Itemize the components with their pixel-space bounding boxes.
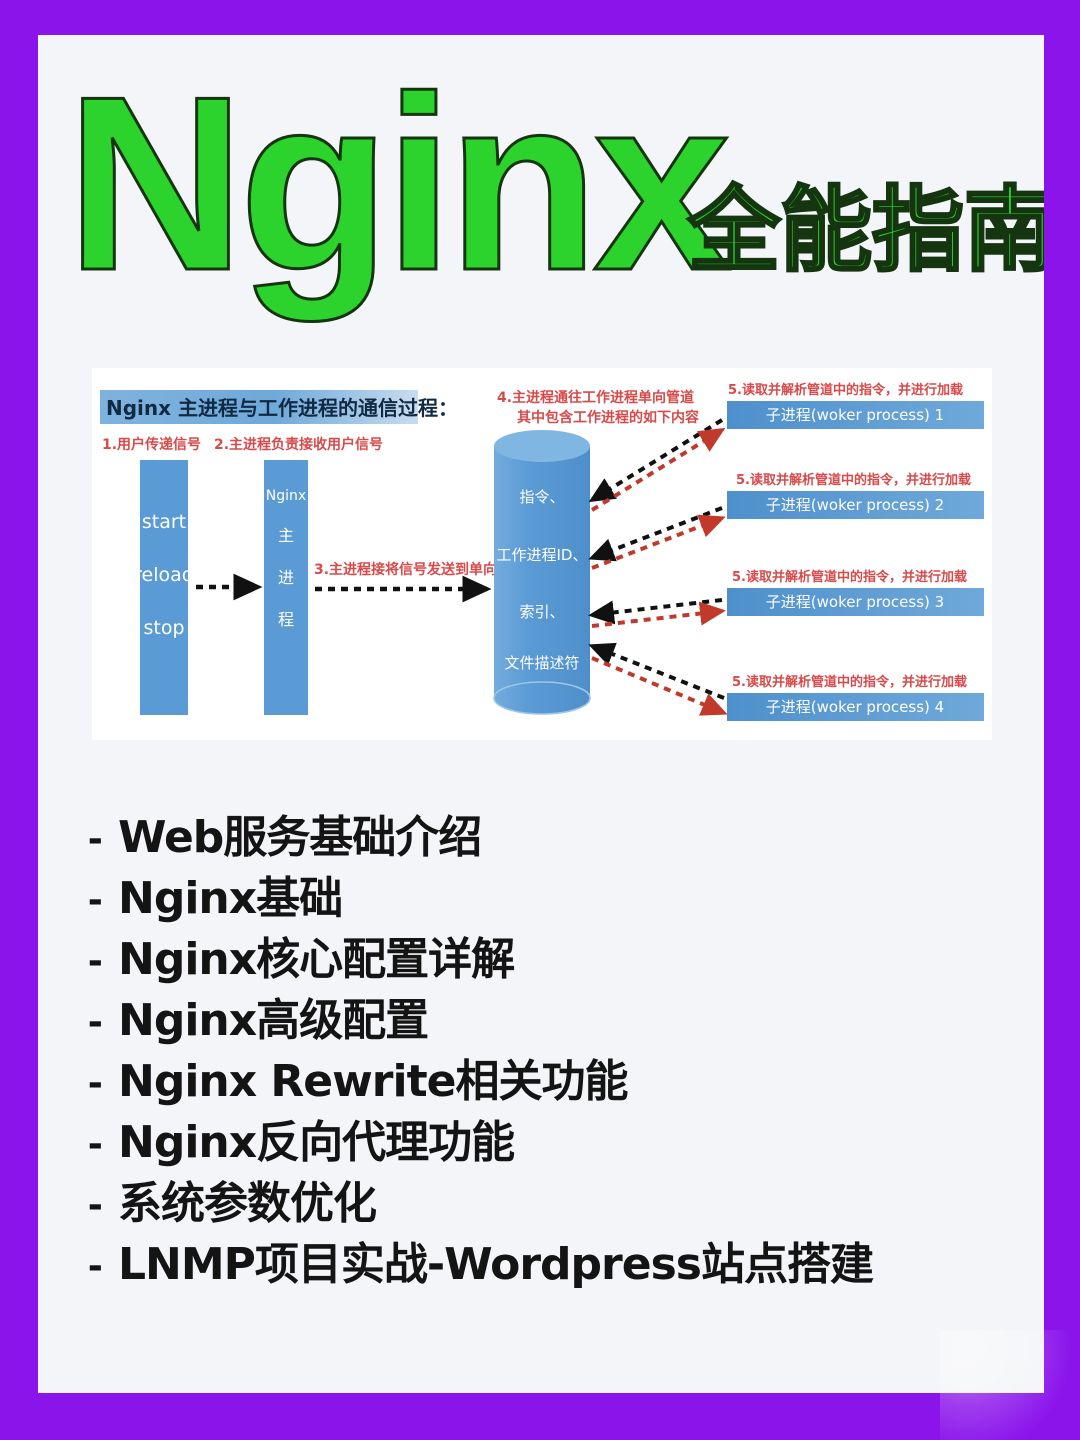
bullet-marker: - — [88, 1179, 103, 1228]
bullet-marker: - — [88, 874, 103, 923]
diagram-step-2: 2.主进程负责接收用户信号 — [214, 436, 383, 453]
worker-note-2: 5.读取并解析管道中的指令，并进行加载 — [736, 472, 971, 488]
master-label-nginx: Nginx — [266, 488, 306, 504]
nginx-process-diagram: Nginx 主进程与工作进程的通信过程： 1.用户传递信号 2.主进程负责接收用… — [92, 368, 992, 740]
list-item-label: Nginx基础 — [118, 873, 343, 924]
pipe-item-3: 文件描述符 — [504, 654, 579, 672]
bullet-marker: - — [88, 813, 103, 862]
diagram-step-4-line1: 4.主进程通往工作进程单向管道 — [497, 389, 694, 406]
arrow-worker2-in — [588, 506, 723, 562]
master-label-jin: 进 — [278, 568, 294, 587]
pipe-cylinder — [493, 430, 591, 715]
list-item-label: 系统参数优化 — [118, 1178, 377, 1229]
poster-card: Nginx 全能指南 — [38, 35, 1044, 1393]
worker-note-3: 5.读取并解析管道中的指令，并进行加载 — [732, 569, 967, 585]
list-item-label: Nginx反向代理功能 — [118, 1117, 515, 1168]
worker-note-4: 5.读取并解析管道中的指令，并进行加载 — [732, 674, 967, 690]
diagram-canvas: Nginx 主进程与工作进程的通信过程： 1.用户传递信号 2.主进程负责接收用… — [92, 368, 992, 740]
arrow-worker2-out — [591, 514, 726, 570]
worker-box-4 — [727, 693, 984, 721]
bullet-marker: - — [88, 935, 103, 984]
arrow-worker3-out — [591, 601, 726, 628]
list-item: - 系统参数优化 — [88, 1173, 1018, 1234]
list-item: - Nginx高级配置 — [88, 990, 1018, 1051]
diagram-heading-bar — [100, 390, 418, 424]
signal-line-stop: stop — [143, 617, 184, 639]
worker-box-2 — [727, 491, 984, 519]
bullet-marker: - — [88, 996, 103, 1045]
pipe-item-0: 指令、 — [519, 488, 564, 506]
page-title: Nginx — [65, 44, 733, 322]
master-label-cheng: 程 — [278, 610, 294, 629]
list-item-label: Web服务基础介绍 — [118, 812, 482, 863]
pipe-item-2: 索引、 — [519, 603, 564, 621]
diagram-heading: Nginx 主进程与工作进程的通信过程： — [106, 396, 458, 420]
worker-label-4: 子进程(woker process) 4 — [766, 698, 944, 716]
list-item: - Nginx Rewrite相关功能 — [88, 1051, 1018, 1112]
bullet-marker: - — [88, 1240, 103, 1289]
list-item: - Web服务基础介绍 — [88, 807, 1018, 868]
pipe-item-1: 工作进程ID、 — [497, 546, 588, 564]
signal-line-start: start — [142, 511, 186, 533]
bullet-marker: - — [88, 1118, 103, 1167]
worker-box-3 — [727, 588, 984, 616]
list-item: - Nginx核心配置详解 — [88, 929, 1018, 990]
list-item-label: Nginx Rewrite相关功能 — [118, 1056, 628, 1107]
master-label-zhu: 主 — [278, 526, 294, 545]
arrow-worker4-in — [588, 642, 725, 700]
master-process-box — [264, 460, 308, 715]
list-item-label: LNMP项目实战-Wordpress站点搭建 — [118, 1239, 874, 1290]
list-item-label: Nginx高级配置 — [118, 995, 429, 1046]
list-item: - LNMP项目实战-Wordpress站点搭建 — [88, 1234, 1018, 1295]
worker-note-1: 5.读取并解析管道中的指令，并进行加载 — [728, 382, 963, 398]
signal-line-reload: reload — [134, 564, 194, 586]
hero-section: Nginx 全能指南 — [38, 35, 1044, 335]
worker-box-1 — [727, 401, 984, 429]
arrow-worker4-out — [591, 656, 728, 716]
arrow-worker3-in — [588, 598, 723, 625]
diagram-step-4-line2: 其中包含工作进程的如下内容 — [517, 409, 699, 426]
worker-label-1: 子进程(woker process) 1 — [766, 406, 944, 424]
diagram-step-1: 1.用户传递信号 — [102, 436, 201, 453]
diagram-step-3: 3.主进程接将信号发送到单向管道 — [314, 561, 525, 578]
list-item: - Nginx反向代理功能 — [88, 1112, 1018, 1173]
outline-list: - Web服务基础介绍 - Nginx基础 - Nginx核心配置详解 - Ng… — [88, 807, 1018, 1295]
worker-label-3: 子进程(woker process) 3 — [766, 593, 944, 611]
list-item-label: Nginx核心配置详解 — [118, 934, 515, 985]
signal-box — [140, 460, 188, 715]
page-subtitle: 全能指南 — [686, 177, 1044, 284]
worker-label-2: 子进程(woker process) 2 — [766, 496, 944, 514]
list-item: - Nginx基础 — [88, 868, 1018, 929]
bullet-marker: - — [88, 1057, 103, 1106]
